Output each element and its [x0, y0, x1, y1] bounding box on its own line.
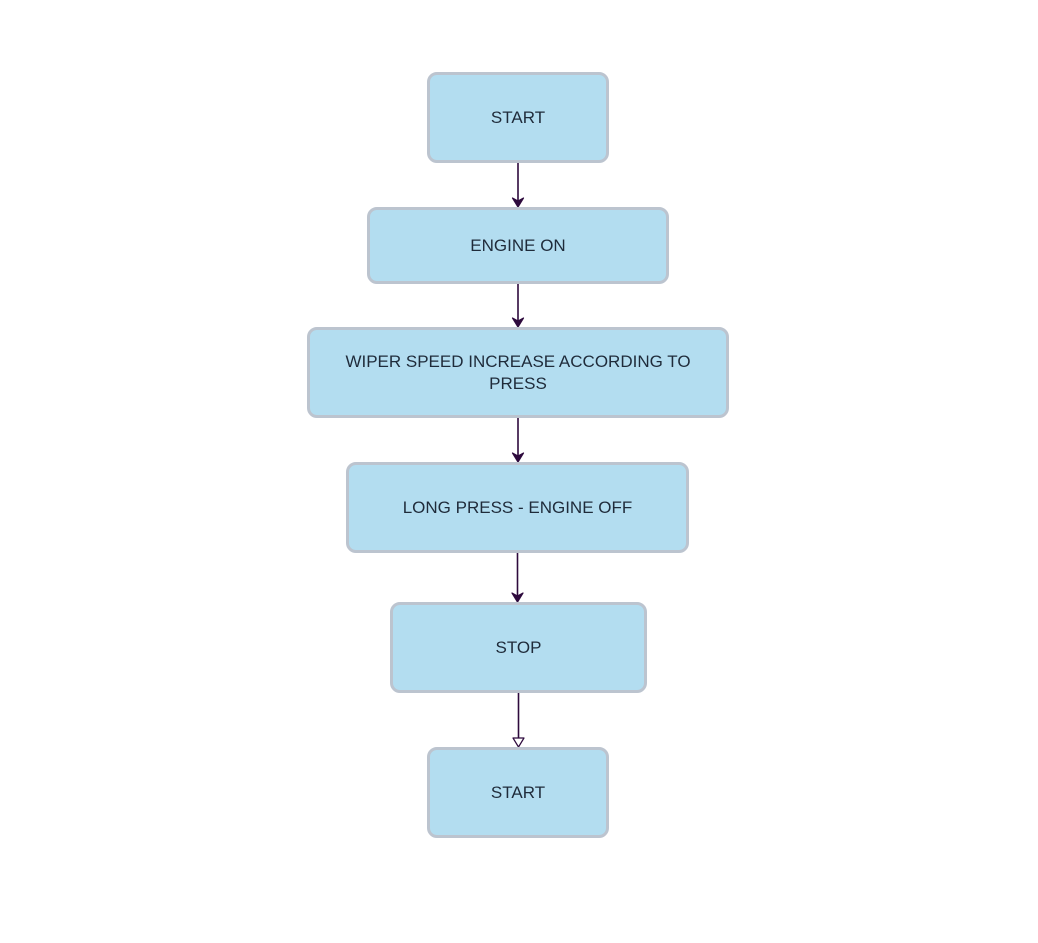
- node-engine-on-label: ENGINE ON: [470, 235, 566, 255]
- node-long-press-label: LONG PRESS - ENGINE OFF: [402, 497, 633, 517]
- node-wiper-speed[interactable]: WIPER SPEED INCREASE ACCORDING TO PRESS: [307, 327, 729, 418]
- arrowhead-icon-2: [511, 317, 525, 328]
- node-engine-on[interactable]: ENGINE ON: [367, 207, 669, 284]
- arrowhead-icon-3: [511, 452, 525, 463]
- node-start-label: START: [490, 107, 546, 127]
- arrowhead-icon-1: [511, 197, 525, 208]
- node-start-end-label: START: [490, 782, 546, 802]
- node-stop[interactable]: STOP: [390, 602, 647, 693]
- arrowhead-icon-4: [511, 592, 524, 603]
- node-wiper-speed-label: WIPER SPEED INCREASE ACCORDING TO PRESS: [345, 351, 691, 393]
- arrowhead-icon-5: [512, 737, 525, 748]
- node-stop-label: STOP: [495, 637, 542, 657]
- node-long-press[interactable]: LONG PRESS - ENGINE OFF: [346, 462, 689, 553]
- node-start[interactable]: START: [427, 72, 609, 163]
- node-start-end[interactable]: START: [427, 747, 609, 838]
